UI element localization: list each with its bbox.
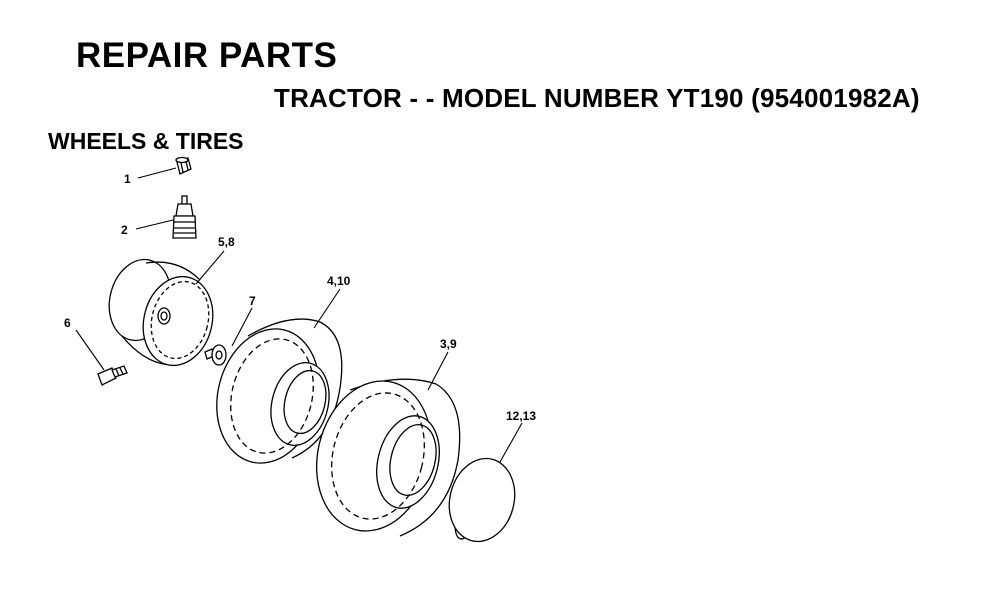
callout-tube-tire: 4,10: [327, 274, 351, 288]
page-title: REPAIR PARTS: [76, 36, 338, 75]
valve-stem-part: [172, 195, 197, 239]
callout-tire: 3,9: [440, 337, 457, 351]
callout-bushing: 7: [249, 294, 256, 308]
callout-bolt: 6: [64, 316, 71, 330]
hubcap-part: [448, 457, 516, 543]
tire-front-part: [315, 378, 461, 537]
callout-valve: 2: [121, 223, 128, 237]
callout-rim: 5,8: [218, 235, 235, 249]
callout-hubcap: 12,13: [506, 409, 536, 423]
callout-cap: 1: [124, 172, 131, 186]
valve-cap-part: [175, 156, 192, 175]
leader-lines: [75, 167, 523, 463]
callout-labels: 1 2 5,8 6 7 4,10 3,9 12,13: [64, 172, 536, 423]
bushing-part: [204, 344, 227, 366]
tire-rear-part: [216, 318, 343, 464]
bolt-part: [97, 365, 128, 386]
model-subtitle: TRACTOR - - MODEL NUMBER YT190 (95400198…: [274, 83, 920, 113]
section-title: WHEELS & TIRES: [48, 128, 244, 154]
wheel-rim-part: [108, 258, 214, 367]
